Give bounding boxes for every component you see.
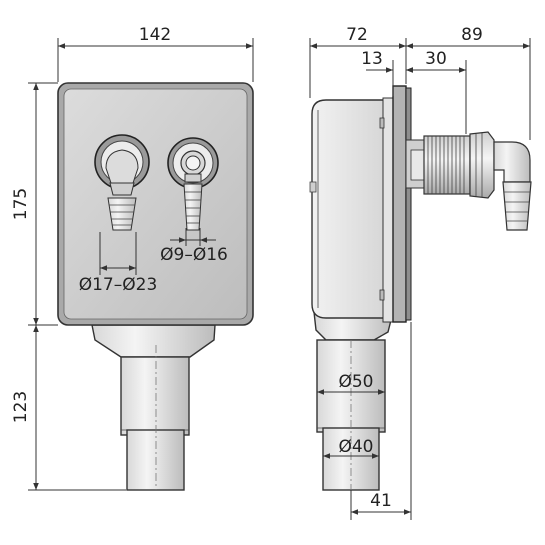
label-side-elbow: 89	[461, 25, 483, 45]
side-thread	[423, 135, 471, 195]
dim-side-elbow: 89	[406, 25, 531, 140]
label-front-height-box: 175	[11, 188, 31, 220]
dim-outlet-large: Ø17–Ø23	[79, 232, 158, 295]
side-plate	[392, 85, 407, 323]
side-view: 72 89 13 30 Ø50 Ø40	[309, 25, 532, 520]
front-pipe-upper	[120, 356, 190, 436]
label-front-height-drain: 123	[11, 391, 31, 423]
label-outlet-large: Ø17–Ø23	[79, 275, 158, 295]
connector-small	[167, 137, 219, 231]
label-side-depth: 72	[346, 25, 368, 45]
label-pipe-lower: Ø40	[338, 437, 373, 457]
side-elbow	[493, 141, 531, 183]
dim-front-width: 142	[57, 25, 254, 82]
label-side-flange: 13	[361, 49, 383, 69]
front-funnel	[91, 324, 216, 358]
dim-side-outlet: 30	[406, 49, 467, 134]
dim-side-depth: 72	[309, 25, 407, 98]
label-side-outlet: 30	[425, 49, 447, 69]
front-pipe-lower	[126, 429, 185, 491]
label-front-width: 142	[139, 25, 171, 45]
label-outlet-small: Ø9–Ø16	[160, 245, 228, 265]
side-frame	[382, 97, 394, 323]
dim-pipe-upper: Ø50	[317, 372, 385, 395]
connector-large	[94, 134, 150, 231]
front-view: Ø9–Ø16 Ø17–Ø23 142 175 123	[11, 25, 254, 491]
label-pipe-upper: Ø50	[338, 372, 373, 392]
dim-front-height-box: 175	[11, 82, 58, 326]
dim-bottom-offset: 41	[350, 322, 412, 520]
dim-front-height-drain: 123	[11, 325, 126, 491]
dim-side-flange: 13	[361, 49, 424, 96]
side-hose-tail	[502, 181, 532, 231]
side-box	[311, 99, 387, 319]
dim-pipe-lower: Ø40	[323, 437, 379, 459]
dim-outlet-small: Ø9–Ø16	[160, 228, 228, 265]
label-bottom-offset: 41	[370, 491, 392, 511]
